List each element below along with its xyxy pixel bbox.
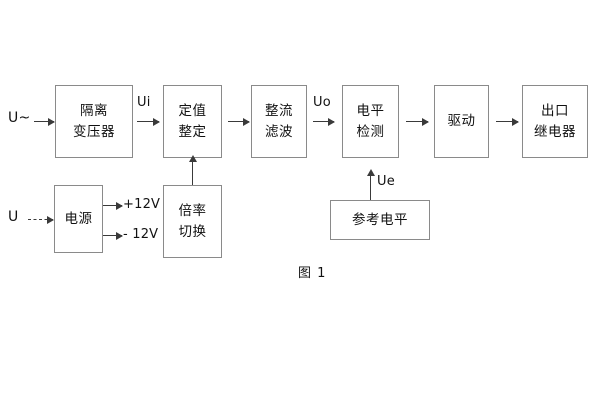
signal-label-ui: Ui bbox=[137, 95, 151, 110]
block-setting-value-line-1: 定值 bbox=[178, 102, 207, 119]
signal-label-uo: Uo bbox=[313, 95, 331, 110]
arrow-level-detection-to-drive bbox=[406, 118, 429, 126]
block-reference-level: 参考电平 bbox=[330, 200, 430, 240]
block-setting-value-line-2: 整定 bbox=[178, 124, 207, 140]
block-drive: 驱动 bbox=[434, 85, 489, 158]
block-isolation-transformer-line-2: 变压器 bbox=[73, 124, 115, 140]
block-rectifier-filter-line-2: 滤波 bbox=[265, 124, 293, 140]
block-output-relay-line-2: 继电器 bbox=[534, 124, 576, 140]
block-isolation-transformer-line-1: 隔离 bbox=[80, 102, 108, 119]
block-level-detection-line-2: 检测 bbox=[356, 124, 385, 140]
arrow-reference-level-to-level-detection bbox=[366, 169, 375, 200]
block-rectifier-filter-line-1: 整流 bbox=[265, 102, 293, 119]
block-power-supply-line-1: 电源 bbox=[64, 210, 93, 227]
block-level-detection-line-1: 电平 bbox=[356, 102, 385, 119]
signal-label-rail-negative: - 12V bbox=[123, 227, 159, 242]
arrow-rail-negative bbox=[103, 232, 123, 240]
block-drive-line-1: 驱动 bbox=[447, 113, 476, 130]
block-level-detection: 电平 检测 bbox=[342, 85, 399, 158]
arrow-input-ac-to-isolation-transformer bbox=[34, 118, 55, 126]
block-multiplier-switch: 倍率 切换 bbox=[163, 185, 222, 258]
signal-label-rail-positive: +12V bbox=[123, 197, 161, 212]
block-output-relay-line-1: 出口 bbox=[541, 102, 569, 119]
signal-label-input-ac: U~ bbox=[8, 110, 31, 126]
arrow-drive-to-output-relay bbox=[496, 118, 519, 126]
block-setting-value: 定值 整定 bbox=[163, 85, 222, 158]
block-power-supply: 电源 bbox=[54, 185, 103, 253]
arrow-input-dc-to-power-supply bbox=[28, 216, 54, 224]
arrow-isolation-transformer-to-setting-value bbox=[137, 118, 160, 126]
arrow-setting-value-to-rectifier-filter bbox=[228, 118, 250, 126]
figure-caption: 图 1 bbox=[298, 266, 327, 281]
block-multiplier-switch-line-2: 切换 bbox=[178, 224, 207, 240]
arrow-multiplier-switch-to-setting-value bbox=[188, 155, 197, 185]
block-rectifier-filter: 整流 滤波 bbox=[251, 85, 307, 158]
arrow-rail-positive bbox=[103, 202, 123, 210]
arrow-rectifier-filter-to-level-detection bbox=[313, 118, 335, 126]
block-reference-level-line-1: 参考电平 bbox=[352, 211, 408, 228]
signal-label-input-dc: U bbox=[8, 209, 19, 225]
block-isolation-transformer: 隔离 变压器 bbox=[55, 85, 133, 158]
signal-label-ue: Ue bbox=[377, 174, 395, 189]
block-output-relay: 出口 继电器 bbox=[522, 85, 588, 158]
block-multiplier-switch-line-1: 倍率 bbox=[178, 202, 207, 219]
